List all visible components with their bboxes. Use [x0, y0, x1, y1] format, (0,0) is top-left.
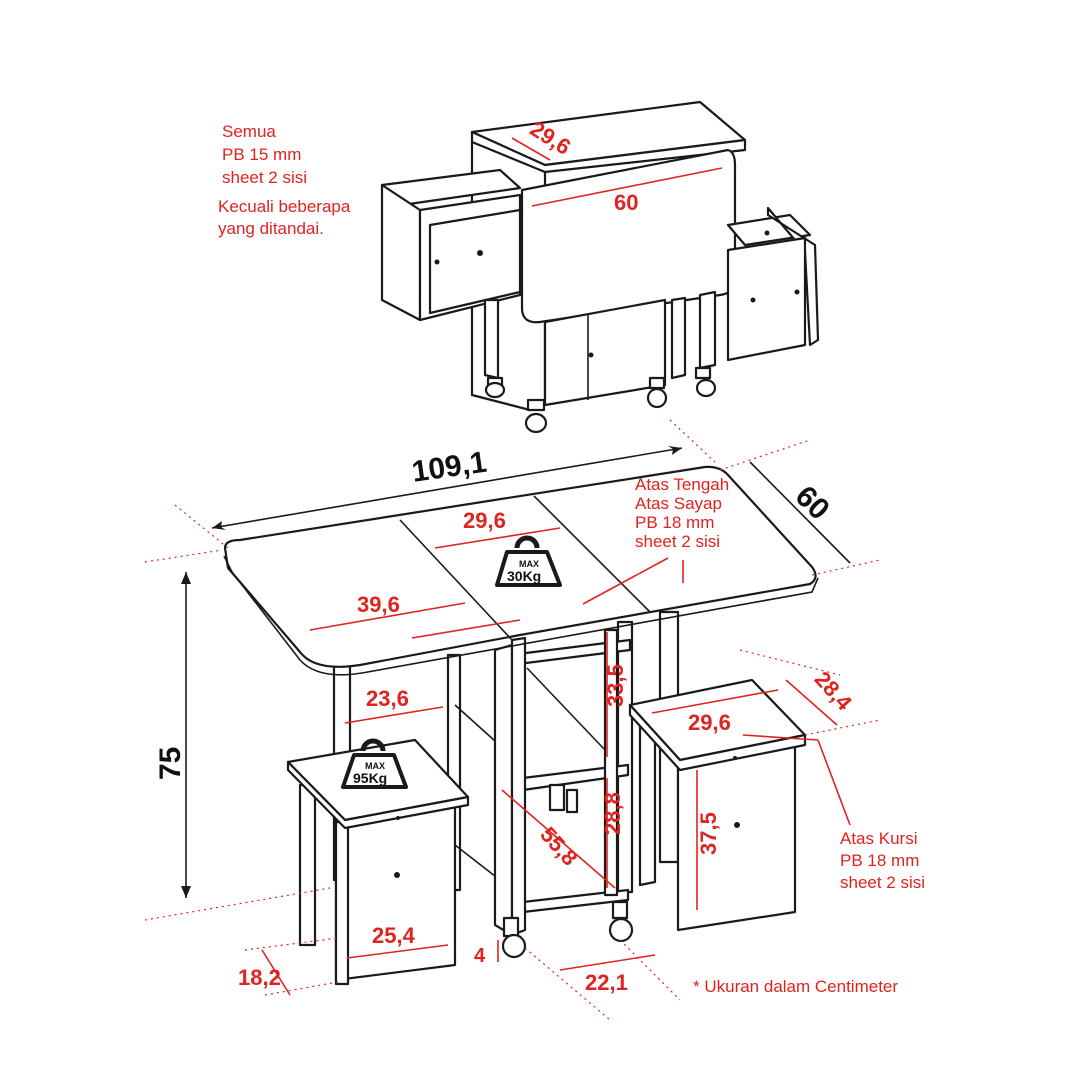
badge-max-text: MAX	[365, 761, 385, 771]
note-line: Semua	[222, 122, 276, 141]
note-line: PB 15 mm	[222, 145, 301, 164]
wing-width-label: 39,6	[357, 592, 400, 617]
note-line: sheet 2 sisi	[222, 168, 307, 187]
note-line: sheet 2 sisi	[840, 873, 925, 892]
caster-icon	[694, 366, 717, 398]
weight-icon: MAX 30Kg	[495, 535, 562, 587]
note-line: Atas Kursi	[840, 829, 917, 848]
note-line: Kecuali beberapa	[218, 197, 351, 216]
note-line: sheet 2 sisi	[635, 532, 720, 551]
units-note: * Ukuran dalam Centimeter	[693, 977, 898, 996]
stool-depth-label: 28,4	[810, 667, 858, 716]
dimension-lines	[181, 446, 851, 996]
dimension-labels: 109,1 60 75 29,6 39,6 23,6 33,5 28,8 55,…	[154, 446, 857, 995]
shelf-lower-label: 28,8	[600, 792, 625, 835]
height-label: 75	[154, 747, 187, 780]
stool-width-label: 29,6	[688, 710, 731, 735]
stool-left	[286, 738, 470, 986]
shelf-upper-label: 33,5	[603, 664, 628, 707]
total-depth-label: 60	[789, 480, 836, 527]
note-line: yang ditandai.	[218, 219, 324, 238]
stool-right	[628, 678, 807, 932]
material-note-top: Semua PB 15 mm sheet 2 sisi Kecuali bebe…	[218, 122, 351, 238]
caster-height-label: 4	[474, 945, 486, 967]
folded-table-illustration: 29,6 60	[380, 100, 820, 434]
caster-icon	[524, 398, 548, 434]
caster-icon	[608, 900, 634, 943]
guide-lines	[144, 419, 881, 1021]
base-width-label: 22,1	[585, 970, 628, 995]
stool-height-label: 37,5	[696, 812, 721, 855]
inner-shelf-label: 23,6	[366, 686, 409, 711]
badge-max-text: MAX	[519, 559, 539, 569]
top-width-label: 60	[614, 190, 638, 215]
badge-load-text: 30Kg	[507, 568, 541, 584]
stool-note: Atas Kursi PB 18 mm sheet 2 sisi	[840, 829, 925, 892]
note-line: PB 18 mm	[840, 851, 919, 870]
stool-side-depth-label: 18,2	[238, 965, 281, 990]
note-line: PB 18 mm	[635, 513, 714, 532]
badge-load-text: 95Kg	[353, 770, 387, 786]
table-top-note: Atas Tengah Atas Sayap PB 18 mm sheet 2 …	[635, 475, 729, 551]
caster-icon	[484, 376, 506, 399]
hinge-icon	[548, 783, 579, 814]
note-line: Atas Sayap	[635, 494, 722, 513]
stool-front-width-label: 25,4	[372, 923, 416, 948]
caster-icon	[646, 376, 668, 409]
center-width-label: 29,6	[463, 508, 506, 533]
note-line: Atas Tengah	[635, 475, 729, 494]
diagonal-label: 55,8	[535, 822, 582, 871]
weight-icon: MAX 95Kg	[341, 738, 408, 789]
caster-icon	[501, 916, 527, 959]
